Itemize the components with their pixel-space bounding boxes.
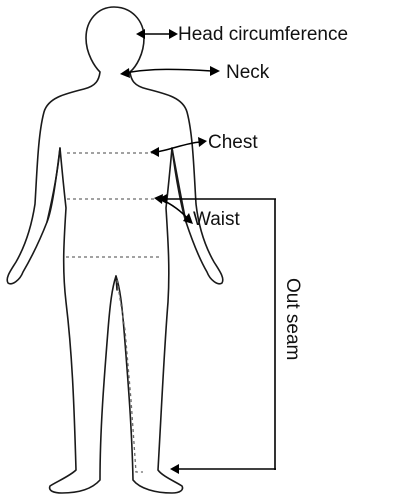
body-outline (7, 7, 223, 493)
waist-label: Waist (193, 209, 241, 230)
head-arrow-right-icon (169, 29, 178, 39)
chest-arrow-right-icon (198, 137, 207, 147)
neck-label: Neck (226, 62, 270, 83)
outseam-bottom-arrow-icon (170, 464, 179, 474)
neck-arrow-right-icon (210, 66, 220, 76)
outseam-label: Out seam (282, 278, 303, 360)
body-silhouette (7, 7, 223, 493)
chest-label: Chest (208, 132, 258, 153)
head-circumference-label: Head circumference (178, 24, 348, 45)
neck-arrow-line (126, 69, 212, 73)
